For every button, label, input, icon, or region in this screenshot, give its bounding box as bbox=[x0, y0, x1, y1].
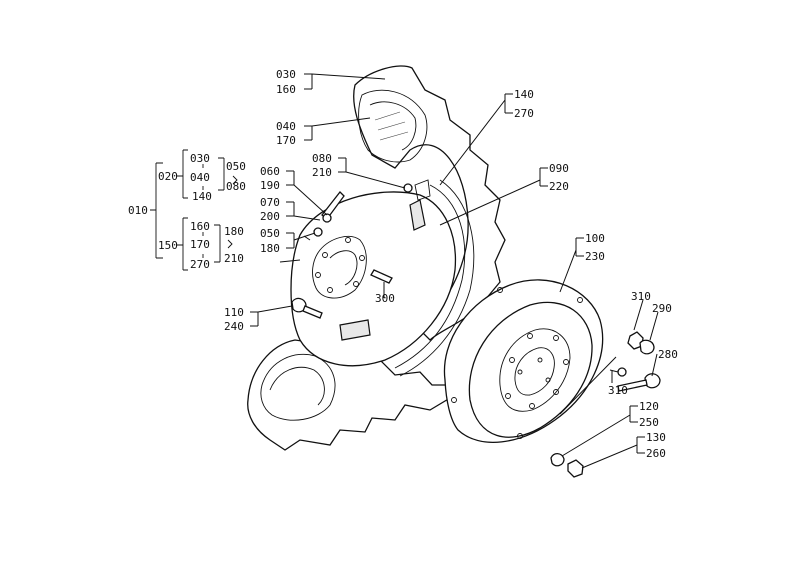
label-090: 090 bbox=[549, 162, 569, 175]
label-160: 160 bbox=[276, 83, 296, 96]
tree-030: 030 bbox=[190, 152, 210, 165]
label-190: 190 bbox=[260, 179, 280, 192]
tree-210: 210 bbox=[224, 252, 244, 265]
label-140: 140 bbox=[514, 88, 534, 101]
label-070: 070 bbox=[260, 196, 280, 209]
tree-150: 150 bbox=[158, 239, 178, 252]
tree-160: 160 bbox=[190, 220, 210, 233]
label-060: 060 bbox=[260, 165, 280, 178]
bolts-nuts bbox=[550, 331, 661, 478]
tire-upper bbox=[353, 65, 506, 341]
label-240: 240 bbox=[224, 320, 244, 333]
tree-180: 180 bbox=[224, 225, 244, 238]
label-210: 210 bbox=[312, 166, 332, 179]
tree-040: 040 bbox=[190, 171, 210, 184]
label-120: 120 bbox=[639, 400, 659, 413]
label-080: 080 bbox=[312, 152, 332, 165]
label-310-top: 310 bbox=[631, 290, 651, 303]
leader-lines bbox=[250, 73, 659, 469]
label-170: 170 bbox=[276, 134, 296, 147]
label-310-bottom: 310 bbox=[608, 384, 628, 397]
label-290: 290 bbox=[652, 302, 672, 315]
label-260: 260 bbox=[646, 447, 666, 460]
parts-tree bbox=[150, 149, 238, 271]
valve-parts bbox=[291, 183, 413, 319]
tree-010: 010 bbox=[128, 204, 148, 217]
label-040: 040 bbox=[276, 120, 296, 133]
label-110: 110 bbox=[224, 306, 244, 319]
label-100: 100 bbox=[585, 232, 605, 245]
tree-020: 020 bbox=[158, 170, 178, 183]
label-250: 250 bbox=[639, 416, 659, 429]
label-300: 300 bbox=[375, 292, 395, 305]
label-270: 270 bbox=[514, 107, 534, 120]
label-130: 130 bbox=[646, 431, 666, 444]
wheel-rim bbox=[290, 179, 475, 377]
label-200: 200 bbox=[260, 210, 280, 223]
label-030: 030 bbox=[276, 68, 296, 81]
tree-170: 170 bbox=[190, 238, 210, 251]
callout-labels: 030 160 040 170 140 270 080 210 090 220 … bbox=[128, 68, 678, 460]
label-180: 180 bbox=[260, 242, 280, 255]
hub-disc bbox=[443, 279, 604, 443]
tree-270: 270 bbox=[190, 258, 210, 271]
tree-080: 080 bbox=[226, 180, 246, 193]
tree-050: 050 bbox=[226, 160, 246, 173]
label-220: 220 bbox=[549, 180, 569, 193]
label-280: 280 bbox=[658, 348, 678, 361]
label-050: 050 bbox=[260, 227, 280, 240]
tree-140: 140 bbox=[192, 190, 212, 203]
label-230: 230 bbox=[585, 250, 605, 263]
